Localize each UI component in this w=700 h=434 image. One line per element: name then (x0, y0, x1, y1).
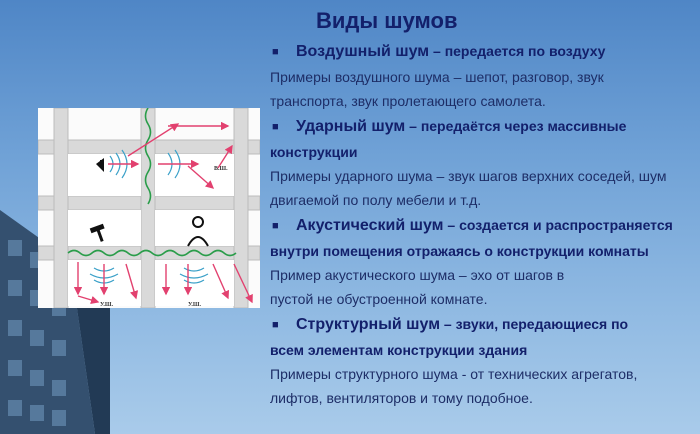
square-bullet-icon: ■ (272, 121, 279, 133)
section-air-noise: ■ Воздушный шум – передается по воздуху П… (270, 38, 695, 113)
structure-wave (67, 108, 237, 257)
section-name: Структурный шум (296, 316, 441, 333)
page-title: Виды шумов (316, 8, 458, 33)
section-heading: ■ Ударный шум – передаётся через массивны… (270, 113, 695, 164)
section-name: Ударный шум (296, 118, 406, 135)
noise-types-diagram: В.Ш. У.Ш. У.Ш. (38, 108, 260, 308)
section-name: Акустический шум (296, 217, 444, 234)
impact-noise-arrows (73, 262, 253, 305)
square-bullet-icon: ■ (272, 319, 279, 331)
section-impact-noise: ■ Ударный шум – передаётся через массивны… (270, 113, 695, 212)
section-definition-cont: внутри помещения отражаясь о конструкции… (270, 243, 649, 259)
section-definition: – передается по воздуху (429, 43, 606, 59)
impact-noise-label-left: У.Ш. (100, 302, 114, 308)
example-line: Примеры воздушного шума – шепот, разгово… (270, 69, 604, 85)
air-noise-arrows (108, 121, 233, 189)
section-heading: ■ Акустический шум – создается и распрост… (270, 212, 695, 263)
speaker-icon (96, 158, 104, 172)
hammer-icon (89, 223, 105, 242)
section-definition: – звуки, передающиеся по (440, 316, 629, 332)
impact-noise-label-right: У.Ш. (188, 302, 202, 308)
example-line: Пример акустического шума – эхо от шагов… (270, 267, 565, 283)
square-bullet-icon: ■ (272, 220, 279, 232)
air-noise-label: В.Ш. (214, 166, 228, 172)
example-line: двигаемой по полу мебели и т.д. (270, 192, 482, 208)
square-bullet-icon: ■ (272, 46, 279, 58)
section-definition: – создается и распространяется (443, 217, 673, 233)
section-definition-cont: конструкции (270, 144, 358, 160)
section-definition-cont: всем элементам конструкции здания (270, 342, 528, 358)
person-icon (187, 216, 209, 247)
example-line: лифтов, вентиляторов и тому подобное. (270, 390, 533, 406)
section-structural-noise: ■ Структурный шум – звуки, передающиеся п… (270, 311, 695, 410)
building-structure (38, 108, 260, 308)
section-heading: ■ Воздушный шум – передается по воздуху (270, 38, 695, 65)
example-line: Примеры структурного шума - от техническ… (270, 366, 638, 382)
section-definition: – передаётся через массивные (405, 118, 627, 134)
section-acoustic-noise: ■ Акустический шум – создается и распрост… (270, 212, 695, 311)
example-line: транспорта, звук пролетающего самолета. (270, 93, 546, 109)
example-line: Примеры ударного шума – звук шагов верхн… (270, 168, 667, 184)
example-line: пустой не обустроенной комнате. (270, 291, 488, 307)
section-name: Воздушный шум (296, 43, 430, 60)
noise-types-list: ■ Воздушный шум – передается по воздуху П… (270, 38, 695, 410)
section-heading: ■ Структурный шум – звуки, передающиеся п… (270, 311, 695, 362)
